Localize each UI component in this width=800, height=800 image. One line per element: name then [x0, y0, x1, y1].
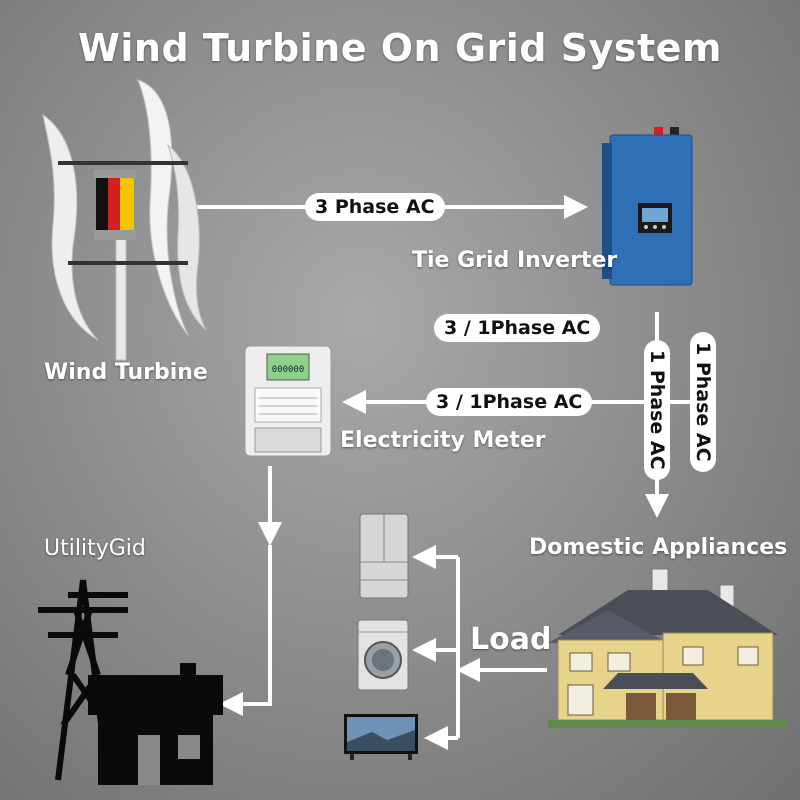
- television-icon: [344, 714, 418, 760]
- pill-inverter-output: 3 / 1Phase AC: [434, 314, 601, 342]
- refrigerator-icon: [359, 513, 409, 599]
- pill-vertical-left: 1 Phase AC: [644, 340, 670, 480]
- house-image: [548, 568, 788, 728]
- pill-to-meter: 3 / 1Phase AC: [426, 388, 593, 416]
- washing-machine-icon: [357, 619, 409, 691]
- load-label: Load: [470, 622, 552, 657]
- meter-display: 000000: [272, 365, 305, 375]
- inverter-label: Tie Grid Inverter: [412, 248, 618, 273]
- electricity-meter-image: 000000: [244, 345, 332, 457]
- arrow-meter-to-utility-house: [219, 545, 272, 716]
- diagram-title: Wind Turbine On Grid System: [77, 26, 722, 70]
- meter-label: Electricity Meter: [340, 428, 546, 453]
- wind-turbine-label: Wind Turbine: [44, 360, 208, 385]
- pill-vertical-right: 1 Phase AC: [690, 332, 716, 472]
- utility-grid-icon: [38, 579, 223, 785]
- domestic-appliances-label: Domestic Appliances: [529, 535, 788, 560]
- pill-3-phase-ac: 3 Phase AC: [305, 193, 445, 221]
- tie-grid-inverter-image: [602, 127, 693, 286]
- utility-grid-label: UtilityGid: [44, 536, 146, 561]
- wind-turbine-image: [42, 79, 207, 361]
